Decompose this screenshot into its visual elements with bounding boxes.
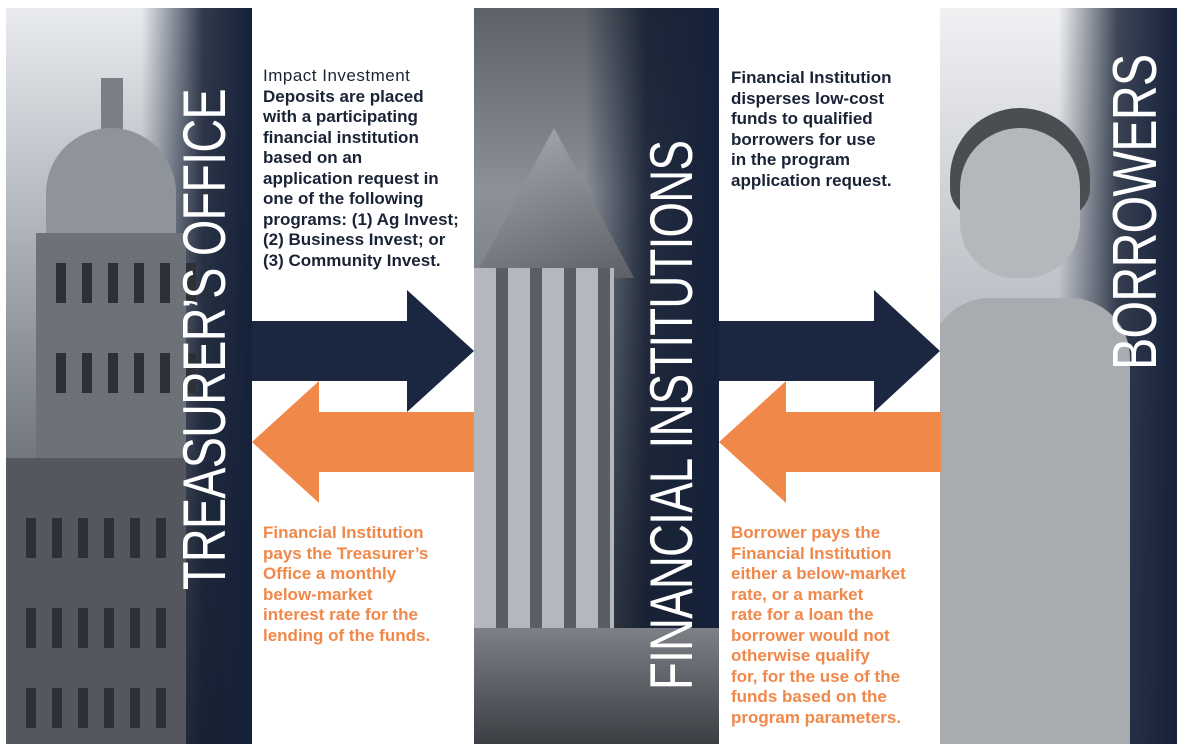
- disperse-line: in the program: [731, 150, 851, 169]
- disperse-description: Financial Institution disperses low-cost…: [731, 68, 936, 191]
- disperse-line: borrowers for use: [731, 129, 876, 149]
- capitol-drum: [36, 233, 206, 463]
- disperse-line: Financial Institution: [731, 68, 892, 87]
- disperse-line: disperses low-cost: [731, 88, 885, 108]
- window-row: [56, 263, 206, 303]
- borrower-payment-description: Borrower pays the Financial Institution …: [731, 523, 936, 728]
- payback-description: Financial Institution pays the Treasurer…: [263, 523, 473, 646]
- deposit-line: programs: (1) Ag Invest;: [263, 209, 459, 229]
- borrower-payment-arrow-left: [719, 381, 941, 503]
- financial-institutions-photo-panel: [474, 8, 719, 744]
- payback-line: pays the Treasurer’s: [263, 543, 429, 563]
- bank-columns: [474, 268, 614, 628]
- deposit-arrow-right: [252, 290, 474, 412]
- deposit-description: Impact Investment Deposits are placed wi…: [263, 66, 473, 271]
- disperse-line: application request.: [731, 170, 892, 190]
- payback-line: lending of the funds.: [263, 625, 431, 645]
- payback-line: interest rate for the: [263, 605, 418, 624]
- bank-pediment: [474, 128, 634, 278]
- borrower-payment-line: program parameters.: [731, 707, 902, 727]
- disperse-line: funds to qualified: [731, 109, 873, 128]
- borrower-payment-line: Financial Institution: [731, 543, 892, 563]
- borrower-payment-line: Borrower pays the: [731, 523, 881, 542]
- borrowers-title: BORROWERS: [1101, 54, 1170, 370]
- deposit-line: financial institution: [263, 127, 419, 147]
- street: [474, 628, 719, 744]
- borrower-payment-line: otherwise qualify: [731, 646, 870, 665]
- payback-line: below-market: [263, 584, 373, 604]
- capitol-dome: [46, 128, 176, 238]
- borrower-payment-line: borrower would not: [731, 625, 890, 645]
- borrower-payment-line: rate, or a market: [731, 584, 864, 604]
- borrower-payment-line: for, for the use of the: [731, 666, 901, 686]
- deposit-line: (3) Community Invest.: [263, 250, 441, 270]
- payback-arrow-left: [252, 381, 474, 503]
- window-row: [26, 608, 176, 648]
- window-row: [26, 518, 176, 558]
- payback-line: Office a monthly: [263, 564, 397, 583]
- borrower-payment-line: funds based on the: [731, 687, 887, 706]
- treasurer-office-title: TREASURER’S OFFICE: [171, 89, 238, 590]
- borrowers-photo-panel: [940, 8, 1177, 744]
- deposit-heading: Impact Investment: [263, 66, 411, 85]
- deposit-line: based on an: [263, 148, 363, 167]
- borrower-payment-line: rate for a loan the: [731, 605, 874, 624]
- deposit-line: one of the following: [263, 189, 424, 208]
- deposit-line: application request in: [263, 168, 439, 188]
- disperse-arrow-right: [719, 290, 940, 412]
- financial-institutions-title: FINANCIAL INSTITUTIONS: [638, 140, 705, 690]
- capitol-lantern: [101, 78, 123, 133]
- window-row: [56, 353, 206, 393]
- borrower-body: [940, 298, 1130, 744]
- treasurer-office-photo-panel: [6, 8, 252, 744]
- deposit-line: with a participating: [263, 107, 418, 126]
- deposit-line: (2) Business Invest; or: [263, 230, 446, 249]
- window-row: [26, 688, 176, 728]
- borrower-face: [960, 128, 1080, 278]
- capitol-lower-building: [6, 458, 186, 744]
- payback-line: Financial Institution: [263, 523, 424, 542]
- borrower-payment-line: either a below-market: [731, 564, 906, 583]
- deposit-line: Deposits are placed: [263, 86, 424, 106]
